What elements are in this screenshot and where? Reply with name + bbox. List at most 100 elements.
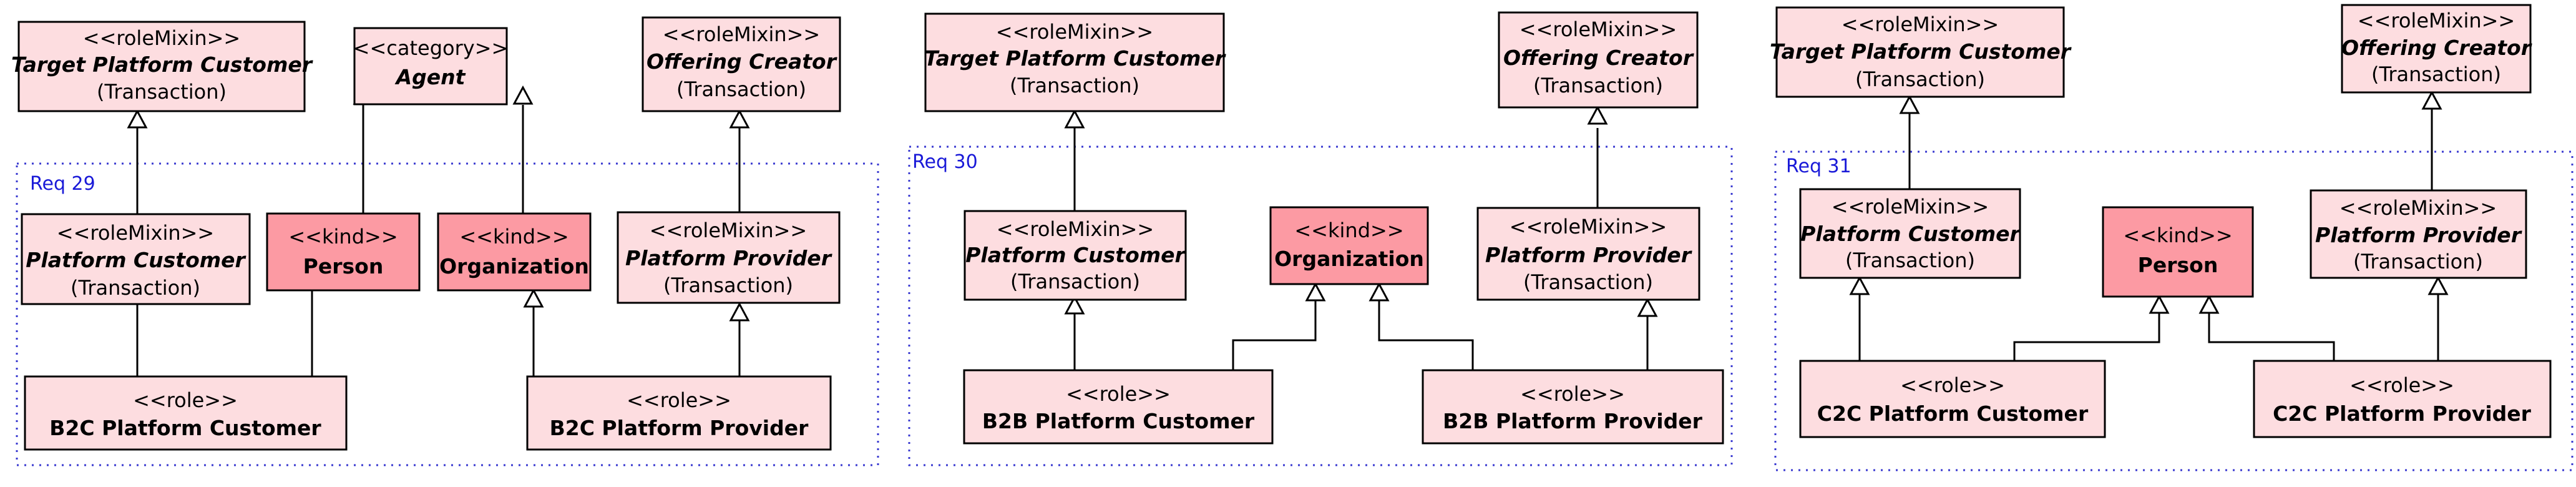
class-target-platform-customer[interactable]: <<roleMixin>> Target Platform Customer (…	[1770, 6, 2072, 98]
class-name: B2C Platform Provider	[550, 416, 809, 440]
class-name: B2C Platform Customer	[49, 416, 321, 440]
class-name: C2C Platform Provider	[2273, 401, 2532, 426]
class-name: Offering Creator	[1503, 46, 1694, 70]
class-platform-customer[interactable]: <<roleMixin>> Platform Customer (Transac…	[964, 210, 1187, 301]
class-name: Target Platform Customer	[1770, 39, 2072, 64]
class-type: (Transaction)	[2353, 250, 2483, 273]
generalization-arrowhead	[1368, 282, 1390, 302]
package-label: Req 29	[30, 173, 95, 195]
class-type: (Transaction)	[2371, 62, 2501, 86]
class-stereotype: <<roleMixin>>	[997, 217, 1154, 241]
class-name: Platform Provider	[625, 246, 832, 270]
class-name: C2C Platform Customer	[1817, 401, 2089, 426]
class-stereotype: <<role>>	[1900, 373, 2005, 397]
class-stereotype: <<role>>	[2349, 373, 2454, 397]
generalization-arrowhead	[127, 109, 148, 129]
class-type: (Transaction)	[1533, 74, 1663, 97]
package-req-29[interactable]: Req 29	[16, 162, 879, 466]
class-stereotype: <<kind>>	[459, 225, 568, 248]
class-type: (Transaction)	[1523, 270, 1653, 294]
class-b2b-platform-customer[interactable]: <<role>> B2B Platform Customer	[963, 369, 1274, 445]
class-name: Person	[2138, 253, 2218, 277]
generalization-arrowhead	[1064, 109, 1085, 129]
package-req-30[interactable]: Req 30	[908, 145, 1733, 466]
generalization-edge[interactable]	[1378, 284, 1474, 370]
class-name: Target Platform Customer	[11, 52, 313, 77]
class-name: B2B Platform Provider	[1443, 409, 1702, 433]
class-stereotype: <<roleMixin>>	[1520, 17, 1677, 41]
class-stereotype: <<roleMixin>>	[83, 26, 240, 50]
class-c2c-platform-customer[interactable]: <<role>> C2C Platform Customer	[1799, 360, 2106, 438]
class-type: (Transaction)	[663, 273, 793, 297]
class-person[interactable]: <<kind>> Person	[266, 212, 421, 292]
class-stereotype: <<roleMixin>>	[1842, 12, 1999, 36]
class-person[interactable]: <<kind>> Person	[2102, 206, 2254, 298]
class-name: Offering Creator	[646, 49, 837, 74]
class-name: Target Platform Customer	[924, 46, 1226, 71]
generalization-arrowhead	[1305, 282, 1326, 302]
class-type: (Transaction)	[97, 80, 227, 104]
class-type: (Transaction)	[71, 276, 200, 300]
generalization-arrowhead	[729, 109, 750, 129]
class-name: Platform Customer	[1800, 222, 2021, 246]
class-name: B2B Platform Customer	[982, 409, 1255, 433]
generalization-edge[interactable]	[1232, 284, 1317, 370]
class-platform-customer[interactable]: <<roleMixin>> Platform Customer (Transac…	[1799, 188, 2021, 279]
class-stereotype: <<roleMixin>>	[57, 221, 214, 245]
class-stereotype: <<role>>	[1520, 382, 1625, 406]
class-stereotype: <<roleMixin>>	[663, 22, 820, 46]
class-offering-creator[interactable]: <<roleMixin>> Offering Creator (Transact…	[2341, 4, 2532, 94]
class-stereotype: <<role>>	[627, 388, 731, 412]
class-offering-creator[interactable]: <<roleMixin>> Offering Creator (Transact…	[642, 16, 841, 112]
class-b2b-platform-provider[interactable]: <<role>> B2B Platform Provider	[1422, 369, 1724, 445]
class-nodes: <<roleMixin>> Target Platform Customer (…	[11, 4, 2552, 451]
generalization-arrowhead	[1849, 275, 1870, 295]
generalization-arrowhead	[523, 288, 544, 308]
class-b2c-platform-provider[interactable]: <<role>> B2C Platform Provider	[526, 375, 832, 451]
class-platform-provider[interactable]: <<roleMixin>> Platform Provider (Transac…	[2310, 189, 2527, 279]
class-type: (Transaction)	[1010, 270, 1140, 293]
class-name: Organization	[1274, 247, 1424, 271]
class-stereotype: <<kind>>	[2123, 224, 2232, 247]
generalization-arrowhead	[512, 85, 534, 105]
class-agent[interactable]: <<category>> Agent	[353, 27, 509, 106]
class-target-platform-customer[interactable]: <<roleMixin>> Target Platform Customer (…	[924, 12, 1226, 112]
class-name: Agent	[394, 65, 466, 89]
generalization-arrowhead	[2427, 275, 2449, 295]
generalization-arrowhead	[1587, 105, 1608, 125]
generalization-edge[interactable]	[2013, 297, 2160, 361]
class-organization[interactable]: <<kind>> Organization	[1269, 206, 1429, 285]
class-name: Organization	[439, 254, 589, 278]
generalization-arrowhead	[1064, 295, 1085, 315]
class-stereotype: <<roleMixin>>	[650, 219, 807, 242]
class-c2c-platform-provider[interactable]: <<role>> C2C Platform Provider	[2253, 360, 2552, 438]
generalization-edge[interactable]	[2208, 297, 2335, 361]
class-platform-provider[interactable]: <<roleMixin>> Platform Provider (Transac…	[617, 211, 841, 304]
class-b2c-platform-customer[interactable]: <<role>> B2C Platform Customer	[24, 375, 348, 451]
class-platform-customer[interactable]: <<roleMixin>> Platform Customer (Transac…	[21, 213, 251, 305]
class-offering-creator[interactable]: <<roleMixin>> Offering Creator (Transact…	[1498, 11, 1699, 109]
class-stereotype: <<roleMixin>>	[1832, 195, 1989, 219]
class-stereotype: <<kind>>	[288, 225, 398, 248]
class-stereotype: <<roleMixin>>	[2339, 196, 2497, 220]
class-target-platform-customer[interactable]: <<roleMixin>> Target Platform Customer (…	[11, 21, 313, 112]
class-name: Platform Customer	[26, 248, 246, 272]
class-stereotype: <<roleMixin>>	[996, 20, 1153, 44]
class-platform-provider[interactable]: <<roleMixin>> Platform Provider (Transac…	[1476, 207, 1700, 301]
package-label: Req 31	[1786, 155, 1852, 177]
class-name: Platform Provider	[1485, 243, 1692, 267]
generalization-arrowhead	[1637, 297, 1658, 317]
class-type: (Transaction)	[1010, 74, 1139, 97]
generalization-arrowhead	[1899, 94, 1920, 114]
class-name: Person	[303, 254, 384, 278]
class-type: (Transaction)	[1845, 248, 1975, 272]
class-organization[interactable]: <<kind>> Organization	[437, 212, 592, 292]
class-stereotype: <<kind>>	[1294, 219, 1403, 242]
package-label: Req 30	[912, 151, 978, 173]
class-stereotype: <<category>>	[353, 36, 509, 60]
class-type: (Transaction)	[1855, 67, 1985, 91]
class-stereotype: <<role>>	[133, 388, 238, 412]
generalization-arrowhead	[729, 302, 750, 322]
package-req-31[interactable]: Req 31	[1774, 150, 2574, 471]
